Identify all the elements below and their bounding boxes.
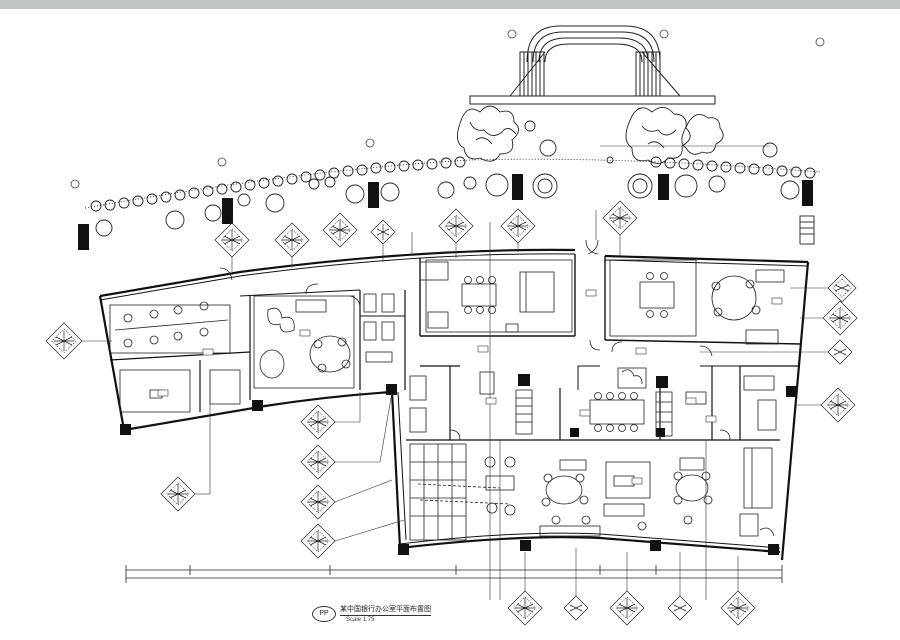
entrance-arch	[469, 25, 716, 105]
drawing-badge: PP	[312, 606, 336, 622]
callout-tag-5	[370, 219, 396, 245]
callout-tag-1	[45, 322, 83, 360]
callout-tag-11	[827, 339, 853, 365]
callout-tag-7	[500, 208, 536, 244]
callout-tag-9	[827, 273, 857, 303]
callout-tag-21	[667, 595, 693, 621]
interior-columns	[120, 374, 797, 555]
callout-tag-3	[274, 222, 310, 258]
axis-markers	[70, 29, 825, 189]
callout-tag-15	[300, 484, 336, 520]
callout-leaders	[82, 145, 828, 600]
callout-tag-14	[300, 444, 336, 480]
callout-tag-22	[720, 590, 756, 626]
callout-tag-4	[322, 212, 358, 248]
callout-tag-19	[563, 595, 589, 621]
callout-tag-6	[438, 208, 474, 244]
callout-tag-12	[820, 387, 856, 423]
dimension-lines	[125, 565, 783, 583]
room-tags	[157, 289, 783, 485]
drawing-scale: Scale 1:75	[346, 617, 375, 623]
callout-tag-10	[822, 300, 858, 336]
exterior-columns	[78, 174, 813, 250]
callout-tag-18	[507, 590, 543, 626]
callout-tags	[45, 200, 858, 626]
furniture	[109, 259, 785, 541]
drawing-title: 某中国银行办公室平面布置图	[340, 604, 431, 616]
callout-tag-20	[609, 590, 645, 626]
building-walls	[98, 248, 810, 561]
garden-shrubs	[95, 173, 815, 245]
callout-tag-2	[214, 222, 250, 258]
callout-tag-8	[602, 200, 638, 236]
hedge-row	[84, 156, 821, 212]
callout-tag-17	[160, 476, 196, 512]
doors	[219, 239, 731, 441]
callout-tag-13	[300, 404, 336, 440]
garden-trees	[457, 105, 778, 164]
callout-tag-16	[300, 523, 336, 559]
top-border-band	[0, 0, 900, 9]
